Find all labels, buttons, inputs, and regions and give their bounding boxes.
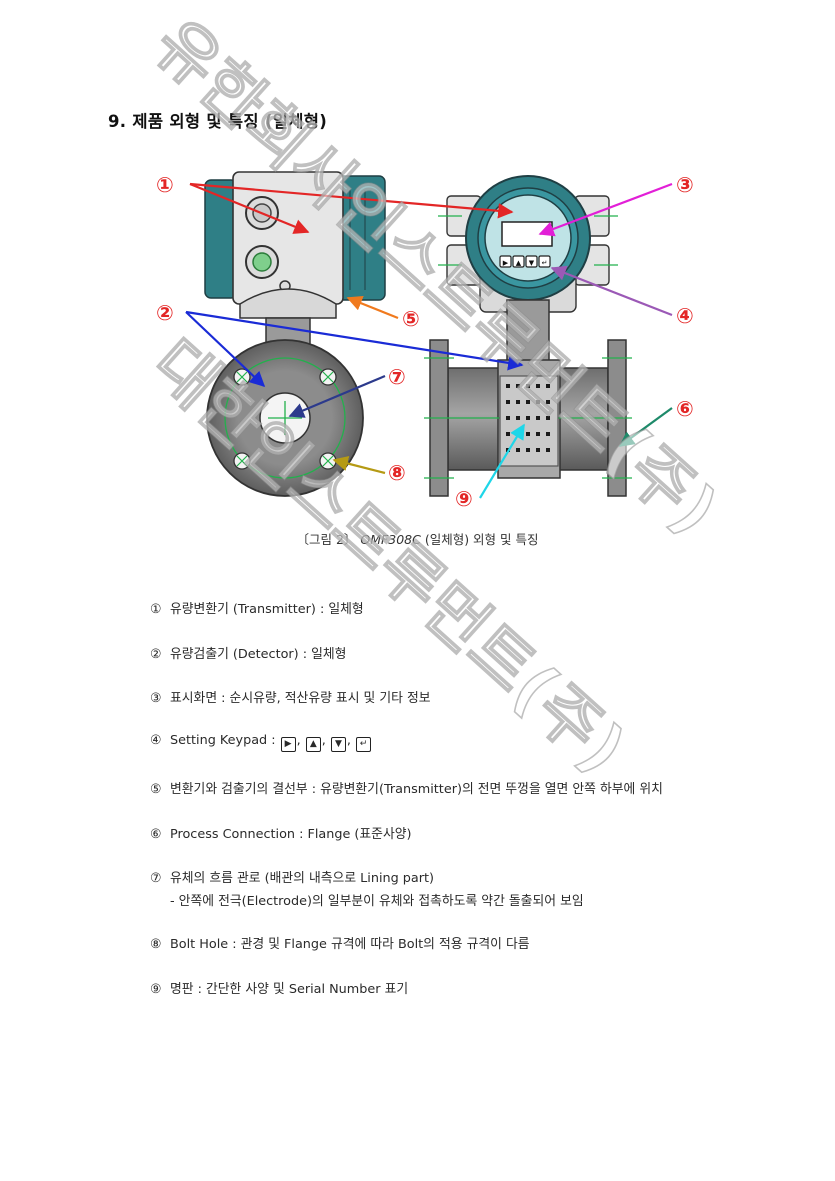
nameplate-dot: [536, 384, 540, 388]
callout-8: ⑧: [388, 461, 406, 485]
keypad-key-icon: ↵: [542, 259, 548, 267]
callout-9: ⑨: [455, 487, 473, 511]
keypad: ▶ ▲ ▼ ↵: [499, 255, 551, 268]
nameplate-dot: [546, 384, 550, 388]
nameplate: [499, 375, 559, 467]
callout-labels: ① ② ③ ④ ⑤ ⑥ ⑦ ⑧ ⑨: [156, 173, 694, 511]
nameplate-dot: [506, 400, 510, 404]
list-item-note: - 안쪽에 전극(Electrode)의 일부분이 유체와 접촉하도록 약간 돌…: [170, 894, 584, 909]
nameplate-dot: [516, 384, 520, 388]
caption-model: OMF308C: [360, 532, 421, 547]
nameplate-dot: [536, 448, 540, 452]
keypad-key-icon: ▶: [503, 259, 509, 267]
callout-4: ④: [676, 304, 694, 328]
display-screen: [501, 221, 553, 247]
nameplate-dot: [516, 400, 520, 404]
nameplate-dot: [526, 400, 530, 404]
nameplate-dot: [516, 448, 520, 452]
nameplate-dot: [546, 400, 550, 404]
nameplate-dot: [546, 448, 550, 452]
nameplate-dot: [536, 416, 540, 420]
keypad-key-icon: ▼: [529, 259, 535, 267]
nameplate-dot: [546, 416, 550, 420]
nameplate-dot: [536, 400, 540, 404]
callout-6: ⑥: [676, 397, 694, 421]
nameplate-dot: [506, 384, 510, 388]
nameplate-dot: [506, 416, 510, 420]
nameplate-dot: [516, 416, 520, 420]
nameplate-dot: [526, 384, 530, 388]
front-view: ▶ ▲ ▼ ↵: [424, 175, 632, 497]
up-key-icon: ▲: [305, 737, 321, 752]
section-title: 9. 제품 외형 및 특징 (일체형): [108, 112, 328, 131]
callout-1: ①: [156, 173, 174, 197]
figure-caption: 〔그림 2〕 OMF308C (일체형) 외형 및 특징: [0, 529, 835, 548]
down-key-icon: ▼: [330, 737, 346, 752]
side-view: [204, 171, 386, 497]
caption-suffix: (일체형) 외형 및 특징: [424, 532, 539, 547]
callout-3: ③: [676, 173, 694, 197]
nameplate-dot: [546, 432, 550, 436]
nameplate-dot: [536, 432, 540, 436]
nameplate-dot: [526, 416, 530, 420]
right-key-icon: ▶: [280, 737, 296, 752]
callout-2: ②: [156, 301, 174, 325]
nameplate-dot: [506, 432, 510, 436]
enter-key-icon: ↵: [356, 737, 372, 752]
bolt-hole-icon: [233, 368, 337, 470]
callout-arrows: [185, 182, 673, 499]
keypad-key-icon: ▲: [516, 259, 522, 267]
callout-5: ⑤: [402, 307, 420, 331]
nameplate-dot: [526, 448, 530, 452]
nameplate-dot: [526, 432, 530, 436]
caption-prefix: 〔그림 2〕: [296, 532, 357, 547]
callout-7: ⑦: [388, 365, 406, 389]
